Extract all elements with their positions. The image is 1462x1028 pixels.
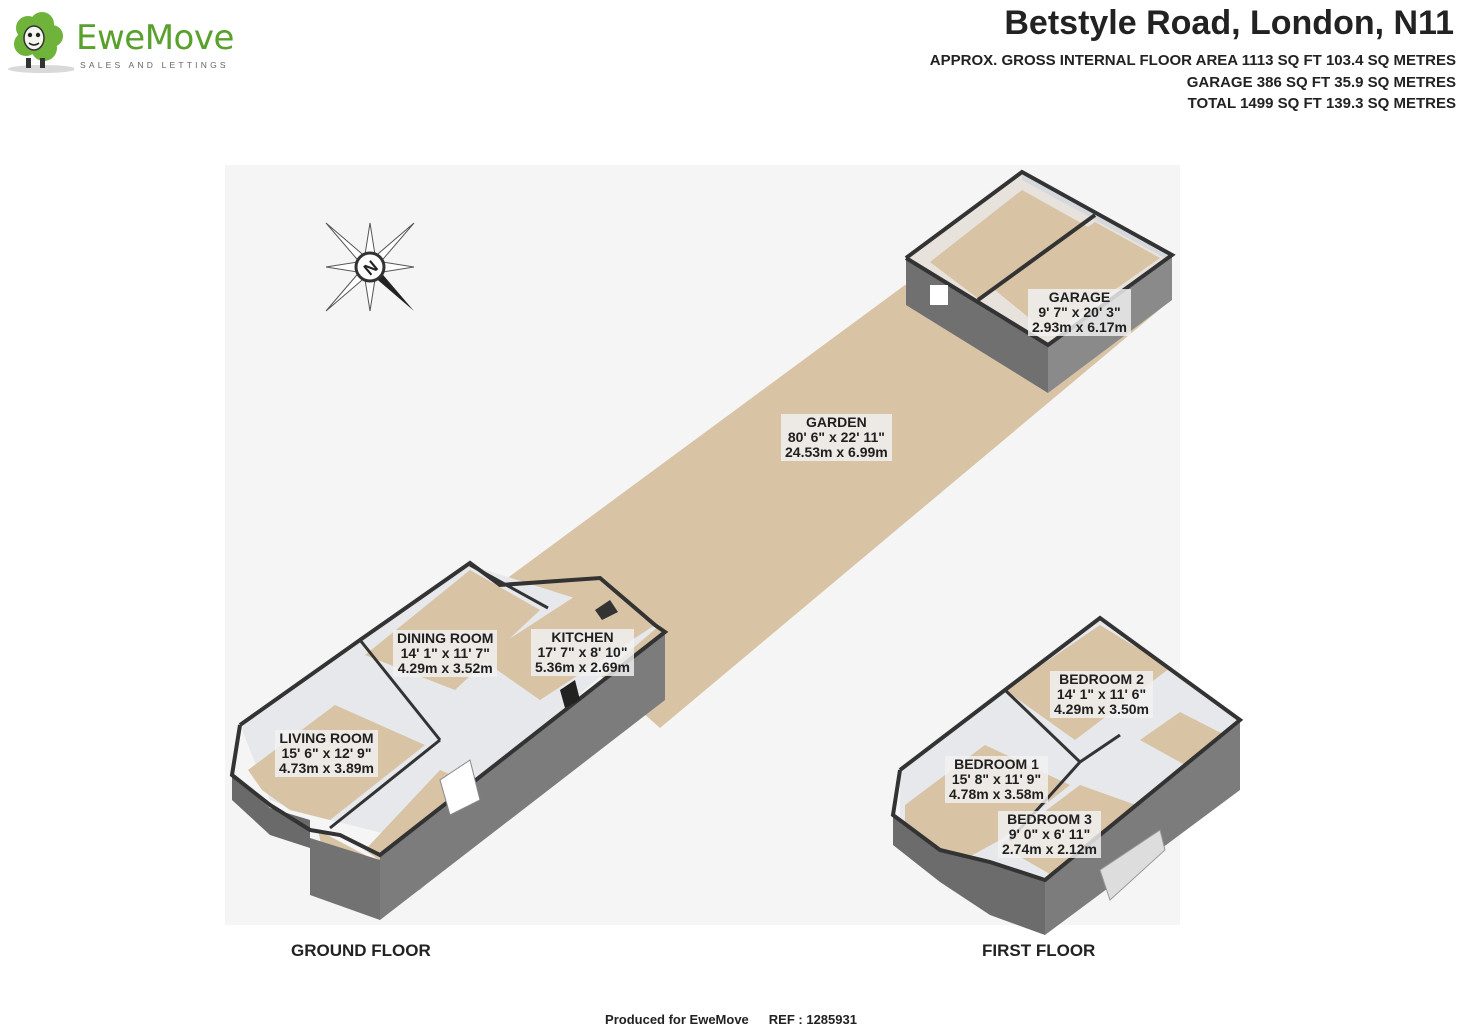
brand-name: EweMove bbox=[76, 18, 234, 58]
first-floor-block bbox=[890, 615, 1244, 935]
ground-floor-label: GROUND FLOOR bbox=[291, 941, 431, 960]
compass-icon bbox=[325, 222, 415, 312]
property-address: Betstyle Road, London, N11 bbox=[1004, 4, 1454, 42]
footer: Produced for EweMove REF : 1285931 bbox=[0, 1012, 1462, 1027]
area-garage: GARAGE 386 SQ FT 35.9 SQ METRES bbox=[1186, 74, 1456, 91]
area-gross: APPROX. GROSS INTERNAL FLOOR AREA 1113 S… bbox=[929, 52, 1456, 69]
sheep-logo-icon bbox=[8, 12, 74, 73]
reference-number: REF : 1285931 bbox=[768, 1012, 857, 1027]
first-floor-label: FIRST FLOOR bbox=[982, 941, 1096, 960]
brand-tagline: SALES AND LETTINGS bbox=[80, 60, 229, 70]
produced-for-text: Produced for EweMove bbox=[605, 1012, 749, 1027]
garden-floor bbox=[498, 285, 1165, 728]
area-total: TOTAL 1499 SQ FT 139.3 SQ METRES bbox=[1187, 95, 1456, 112]
